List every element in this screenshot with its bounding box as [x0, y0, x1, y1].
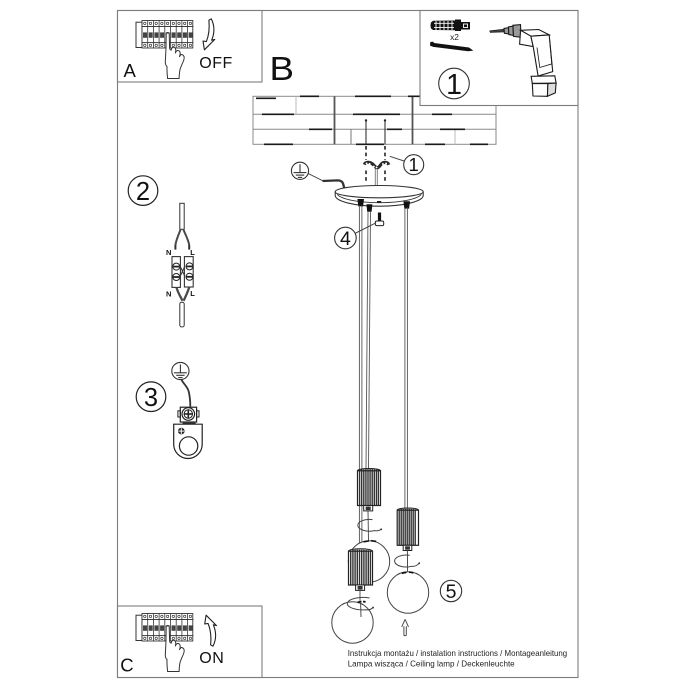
- svg-text:x2: x2: [450, 32, 459, 42]
- svg-text:B: B: [270, 50, 295, 87]
- svg-text:Instrukcja montażu / instalati: Instrukcja montażu / instalation instruc…: [348, 648, 568, 658]
- svg-text:2: 2: [136, 178, 150, 206]
- svg-text:1: 1: [446, 69, 462, 101]
- svg-text:N: N: [166, 290, 171, 299]
- svg-text:L: L: [190, 289, 195, 298]
- svg-text:L: L: [190, 248, 195, 257]
- svg-text:3: 3: [144, 384, 158, 412]
- svg-text:N: N: [166, 248, 171, 257]
- svg-text:C: C: [120, 654, 133, 675]
- svg-text:ON: ON: [199, 650, 224, 667]
- svg-text:A: A: [124, 60, 137, 81]
- svg-text:4: 4: [340, 228, 351, 250]
- svg-text:OFF: OFF: [199, 55, 233, 72]
- svg-text:Lampa wisząca / Ceiling lamp /: Lampa wisząca / Ceiling lamp / Deckenleu…: [348, 658, 515, 668]
- svg-text:5: 5: [446, 581, 457, 603]
- svg-text:1: 1: [409, 154, 419, 175]
